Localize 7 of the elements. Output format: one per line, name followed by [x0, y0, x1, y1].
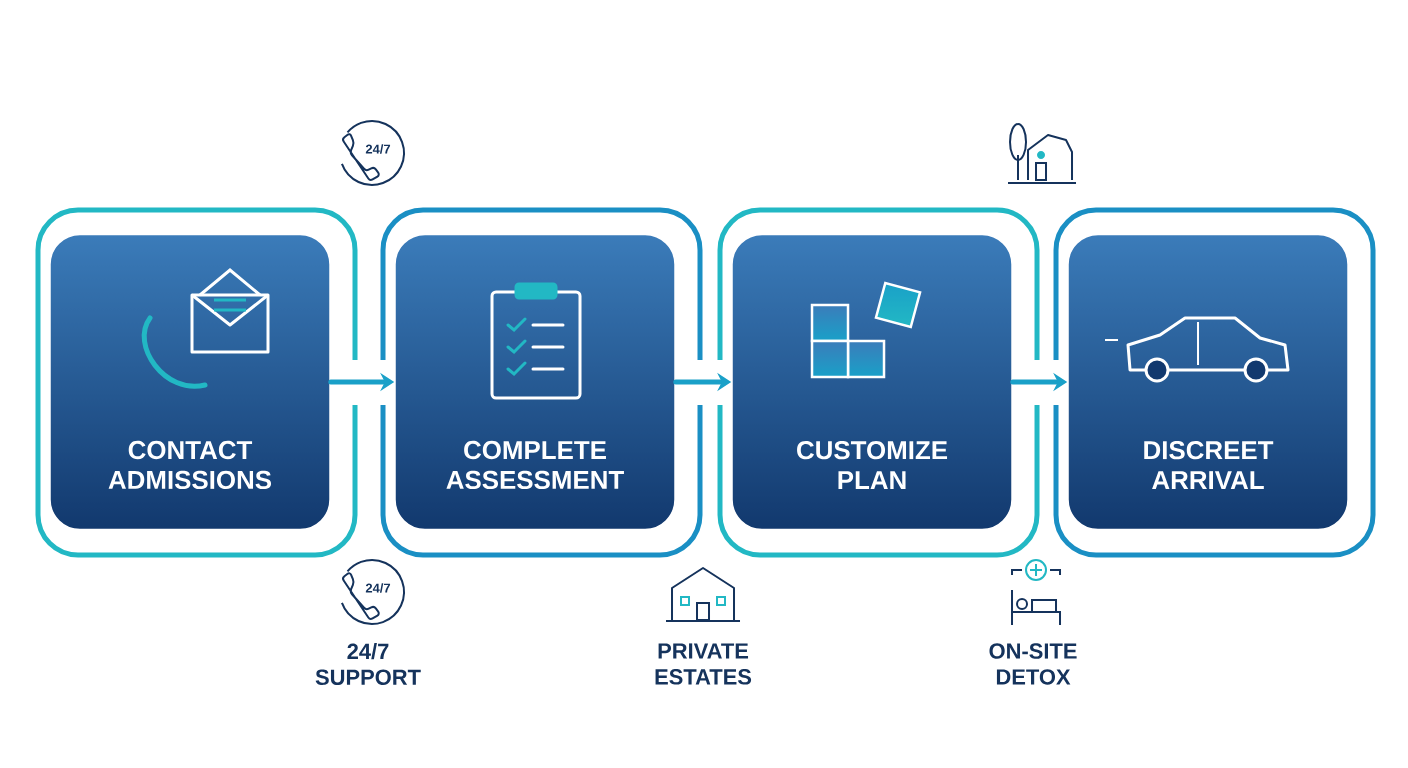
step-card: CUSTOMIZE PLAN — [731, 233, 1013, 531]
step-card: CONTACT ADMISSIONS — [49, 233, 331, 531]
feature-label: 24/7 SUPPORT — [315, 643, 421, 685]
feature-label: PRIVATE ESTATES — [655, 643, 752, 685]
step-card: DISCREET ARRIVAL — [1067, 233, 1349, 531]
step-card: COMPLETE ASSESSMENT — [394, 233, 676, 531]
feature-label: ON-SITE DETOX — [989, 643, 1077, 685]
